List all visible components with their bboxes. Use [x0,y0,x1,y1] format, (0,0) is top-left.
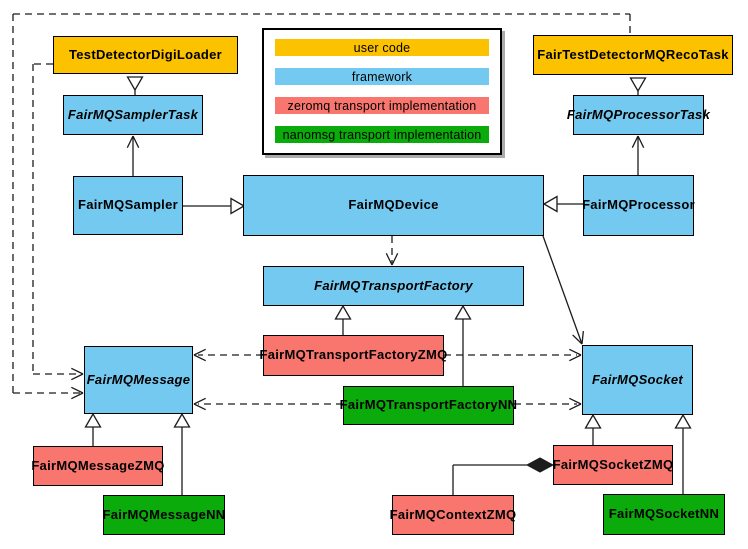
arrowhead-device-socket-leg2 [572,334,583,345]
legend-label: framework [351,69,413,84]
arrowhead-message-left-upper-leg2 [71,373,84,381]
node-label: FairMQMessageNN [102,506,226,522]
arrowhead-message-left-upper-leg1 [71,367,84,375]
node-label: FairMQSampler [78,197,178,213]
arrowhead-message-right-upper-leg2 [193,348,206,356]
arrowhead-socket-left-upper-leg1 [569,348,582,356]
node-label: FairMQProcessorTask [566,106,711,122]
node-fairmq-socket: FairMQSocket [582,345,693,415]
inheritance-head-sockzmq [584,413,602,429]
inheritance-head-digiloader [126,76,144,92]
legend-item-nanomsg: nanomsg transport implementation [275,126,489,143]
inheritance-head-recotask [629,77,647,93]
node-fairmq-socket-nn: FairMQSocketNN [603,494,725,535]
node-fairmq-sampler: FairMQSampler [73,176,183,235]
node-label: TestDetectorDigiLoader [69,46,222,62]
legend-label: user code [353,40,411,55]
legend-item-framework: framework [275,68,489,85]
node-fairmq-device: FairMQDevice [243,175,544,236]
node-fairmq-message: FairMQMessage [84,346,193,414]
node-label: FairTestDetectorMQRecoTask [537,46,729,62]
inheritance-head-processor-device [542,195,558,213]
node-fairmq-sampler-task: FairMQSamplerTask [63,95,203,135]
legend: user code framework zeromq transport imple… [262,28,502,155]
node-fairmq-processor-task: FairMQProcessorTask [567,95,710,135]
node-fair-test-detector-mq-reco-task: FairTestDetectorMQRecoTask [533,35,733,75]
arrowhead-socket-left-upper-leg2 [569,354,582,362]
legend-item-zeromq: zeromq transport implementation [275,97,489,114]
node-label: FairMQMessageZMQ [31,457,165,473]
arrowhead-message-left-lower-leg1 [71,386,84,394]
node-fairmq-context-zmq: FairMQContextZMQ [389,495,517,535]
node-label: FairMQMessage [86,371,191,387]
arrowhead-processor-up-leg2 [637,135,645,148]
arrowhead-message-right-lower-leg2 [193,397,206,405]
node-fairmq-transport-factory: FairMQTransportFactory [263,266,524,306]
inheritance-head-msgnn [173,412,191,428]
inheritance-head-msgzmq [84,412,102,428]
node-label: FairMQSamplerTask [67,106,199,122]
node-fairmq-message-zmq: FairMQMessageZMQ [31,446,165,486]
inheritance-head-tfzmq [334,304,352,320]
node-label: FairMQContextZMQ [389,506,517,522]
inheritance-head-tfnn [454,304,472,320]
node-label: FairMQDevice [348,197,439,213]
node-test-detector-digi-loader: TestDetectorDigiLoader [53,36,238,74]
node-fairmq-socket-zmq: FairMQSocketZMQ [553,445,673,485]
node-label: FairMQTransportFactoryZMQ [259,347,448,363]
legend-label: nanomsg transport implementation [282,127,482,142]
node-fairmq-transport-factory-zmq: FairMQTransportFactoryZMQ [259,335,447,376]
arrowhead-device-transportfactory-leg1 [391,253,399,266]
node-label: FairMQSocketNN [608,506,720,522]
arrowhead-message-left-lower-leg2 [71,392,84,400]
arrowhead-socket-left-lower-leg1 [569,397,582,405]
arrowhead-socket-left-lower-leg2 [569,403,582,411]
arrowhead-message-right-lower-leg1 [193,403,206,411]
legend-item-user-code: user code [275,39,489,56]
arrowhead-sampler-up-leg1 [126,135,134,148]
inheritance-head-sampler-device [230,197,246,215]
node-label: FairMQTransportFactory [314,277,473,293]
node-fairmq-message-nn: FairMQMessageNN [103,495,225,535]
node-label: FairMQTransportFactoryNN [339,397,518,413]
node-label: FairMQSocket [591,371,683,387]
arrowhead-device-socket-leg1 [581,331,585,345]
arrowhead-device-transportfactory-leg2 [385,253,393,266]
inheritance-head-socknn [674,413,692,429]
composition-diamond-socketzmq [525,457,555,473]
node-fairmq-processor: FairMQProcessor [582,175,695,236]
arrowhead-sampler-up-leg2 [132,135,140,148]
node-label: FairMQProcessor [582,197,695,213]
node-label: FairMQSocketZMQ [552,456,674,472]
arrowhead-processor-up-leg1 [631,135,639,148]
edge-device-to-socket [542,235,583,345]
legend-label: zeromq transport implementation [287,98,477,113]
node-fairmq-transport-factory-nn: FairMQTransportFactoryNN [340,386,517,425]
arrowhead-message-right-upper-leg1 [193,354,206,362]
